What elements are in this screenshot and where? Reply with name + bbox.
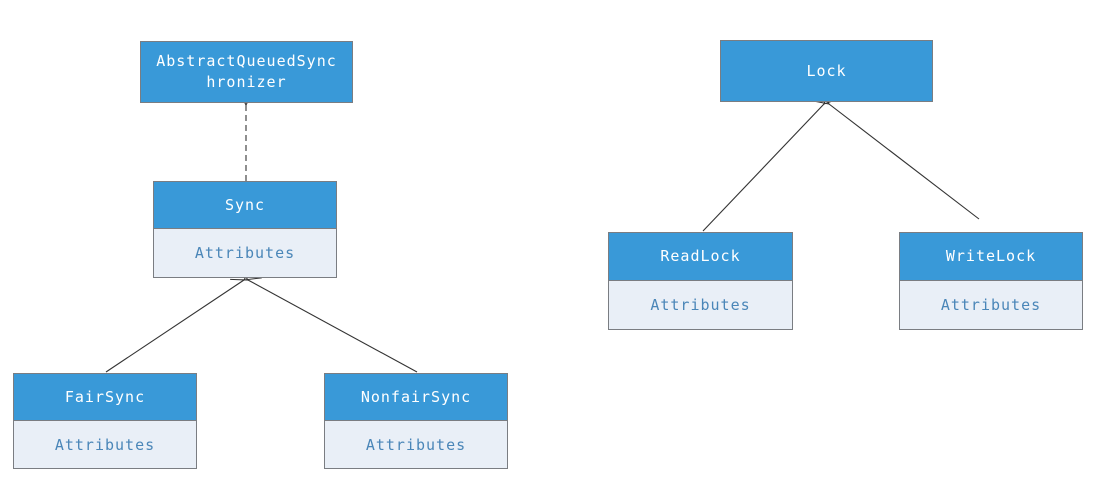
class-node-sync: Sync Attributes	[153, 181, 337, 278]
class-attributes-writelock: Attributes	[900, 280, 1082, 329]
class-title-abstractqueuedsynchronizer: AbstractQueuedSync hronizer	[141, 42, 352, 102]
class-node-readlock: ReadLock Attributes	[608, 232, 793, 330]
edge-readlock-to-lock	[702, 104, 824, 232]
class-title-nonfairsync: NonfairSync	[325, 374, 507, 420]
class-attributes-sync: Attributes	[154, 228, 336, 277]
class-attributes-nonfairsync: Attributes	[325, 420, 507, 468]
class-title-fairsync: FairSync	[14, 374, 196, 420]
class-node-writelock: WriteLock Attributes	[899, 232, 1083, 330]
class-attributes-fairsync: Attributes	[14, 420, 196, 468]
edge-fairsync-to-sync	[105, 280, 244, 373]
class-title-readlock: ReadLock	[609, 233, 792, 280]
class-node-fairsync: FairSync Attributes	[13, 373, 197, 469]
class-node-abstractqueuedsynchronizer: AbstractQueuedSync hronizer	[140, 41, 353, 103]
edge-writelock-to-lock	[829, 104, 980, 220]
edge-nonfairsync-to-sync	[248, 280, 418, 373]
class-node-lock: Lock	[720, 40, 933, 102]
class-title-writelock: WriteLock	[900, 233, 1082, 280]
class-title-lock: Lock	[721, 41, 932, 101]
class-title-sync: Sync	[154, 182, 336, 228]
class-attributes-readlock: Attributes	[609, 280, 792, 329]
class-node-nonfairsync: NonfairSync Attributes	[324, 373, 508, 469]
